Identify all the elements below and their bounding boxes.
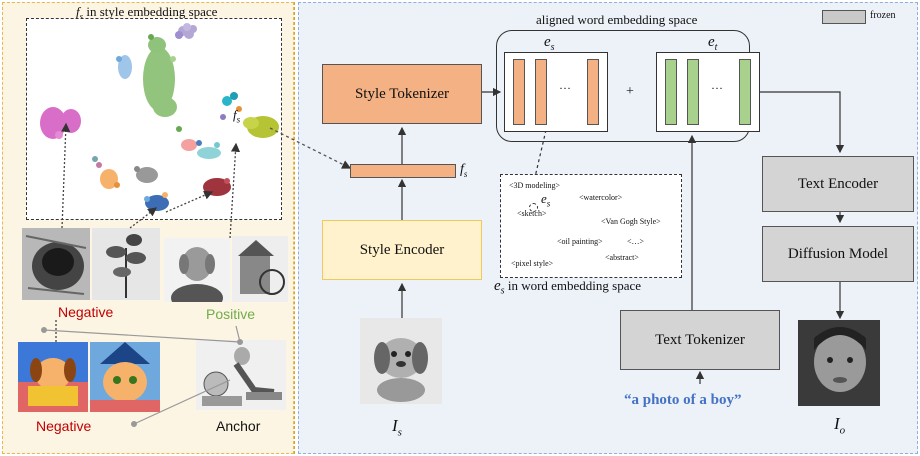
style-tokenizer-block: Style Tokenizer: [322, 64, 482, 124]
frozen-legend-label: frozen: [870, 10, 896, 21]
word-embedding-box: <3D modeling> <watercolor> <sketch> <Van…: [500, 174, 682, 278]
input-style-image: [360, 318, 442, 404]
style-ellipsis: ···: [559, 81, 571, 95]
style-token-bar: [587, 59, 599, 125]
es-label: es: [544, 34, 555, 53]
plus-sign: +: [626, 84, 634, 99]
es-word-label: es: [541, 191, 551, 209]
output-image-label: Io: [834, 414, 846, 437]
diffusion-model-block: Diffusion Model: [762, 226, 914, 282]
text-token-bar: [687, 59, 699, 125]
text-tokenizer-block: Text Tokenizer: [620, 310, 780, 370]
cluster-purple: [175, 23, 197, 39]
negative-colorful-cat-image: [90, 342, 160, 412]
negative-label-bottom: Negative: [36, 418, 92, 434]
positive-portrait-image: [164, 238, 230, 302]
output-image: [798, 320, 880, 406]
text-ellipsis: ···: [711, 81, 723, 95]
word-tag: <pixel style>: [511, 259, 554, 268]
fs-bar-label: fs: [460, 162, 468, 179]
text-embedding-vectors: ···: [656, 52, 760, 132]
panel-divider: [294, 2, 295, 454]
style-encoder-block: Style Encoder: [322, 220, 482, 280]
anchor-label: Anchor: [216, 418, 261, 434]
cluster-olive: [220, 92, 279, 138]
style-embedding-title: fs in style embedding space: [76, 4, 218, 22]
frozen-legend-swatch: [822, 10, 866, 24]
cluster-green: [143, 34, 177, 117]
fs-point-label: fs: [233, 107, 241, 125]
negative-label-top: Negative: [58, 304, 114, 320]
cluster-blue: [144, 192, 169, 211]
negative-sketch-heart-image: [22, 228, 90, 300]
word-tag: <watercolor>: [579, 193, 623, 202]
cluster-pink: [40, 107, 81, 139]
input-image-label: Is: [392, 416, 402, 439]
word-space-caption: es in word embedding space: [494, 278, 642, 297]
cluster-small-bits: [92, 126, 182, 168]
word-tag: <sketch>: [517, 209, 547, 218]
style-embedding-scatter: fs: [26, 18, 282, 220]
text-prompt: “a photo of a boy”: [624, 392, 742, 408]
style-token-bar: [535, 59, 547, 125]
anchor-statue-sketch-image: [196, 340, 286, 410]
text-token-bar: [739, 59, 751, 125]
et-label: et: [708, 34, 718, 53]
text-token-bar: [665, 59, 677, 125]
positive-label: Positive: [206, 306, 256, 322]
cluster-light-blue: [116, 55, 132, 79]
cluster-salmon-teal: [181, 139, 221, 159]
es-point-marker: [529, 203, 538, 212]
style-feature-bar: [350, 164, 456, 178]
word-tag: <…>: [627, 237, 645, 246]
word-tag: <3D modeling>: [509, 181, 561, 190]
negative-colorful-dog-image: [18, 342, 88, 412]
style-token-bar: [513, 59, 525, 125]
text-encoder-block: Text Encoder: [762, 156, 914, 212]
word-tag: <oil painting>: [557, 237, 603, 246]
word-tag: <abstract>: [605, 253, 639, 262]
aligned-space-title: aligned word embedding space: [536, 12, 698, 27]
cluster-gray: [134, 166, 158, 183]
negative-sketch-plant-image: [92, 228, 160, 300]
style-embedding-vectors: ···: [504, 52, 608, 132]
cluster-orange: [100, 169, 120, 189]
positive-mill-image: [232, 236, 288, 302]
word-tag: <Van Gogh Style>: [601, 217, 661, 226]
